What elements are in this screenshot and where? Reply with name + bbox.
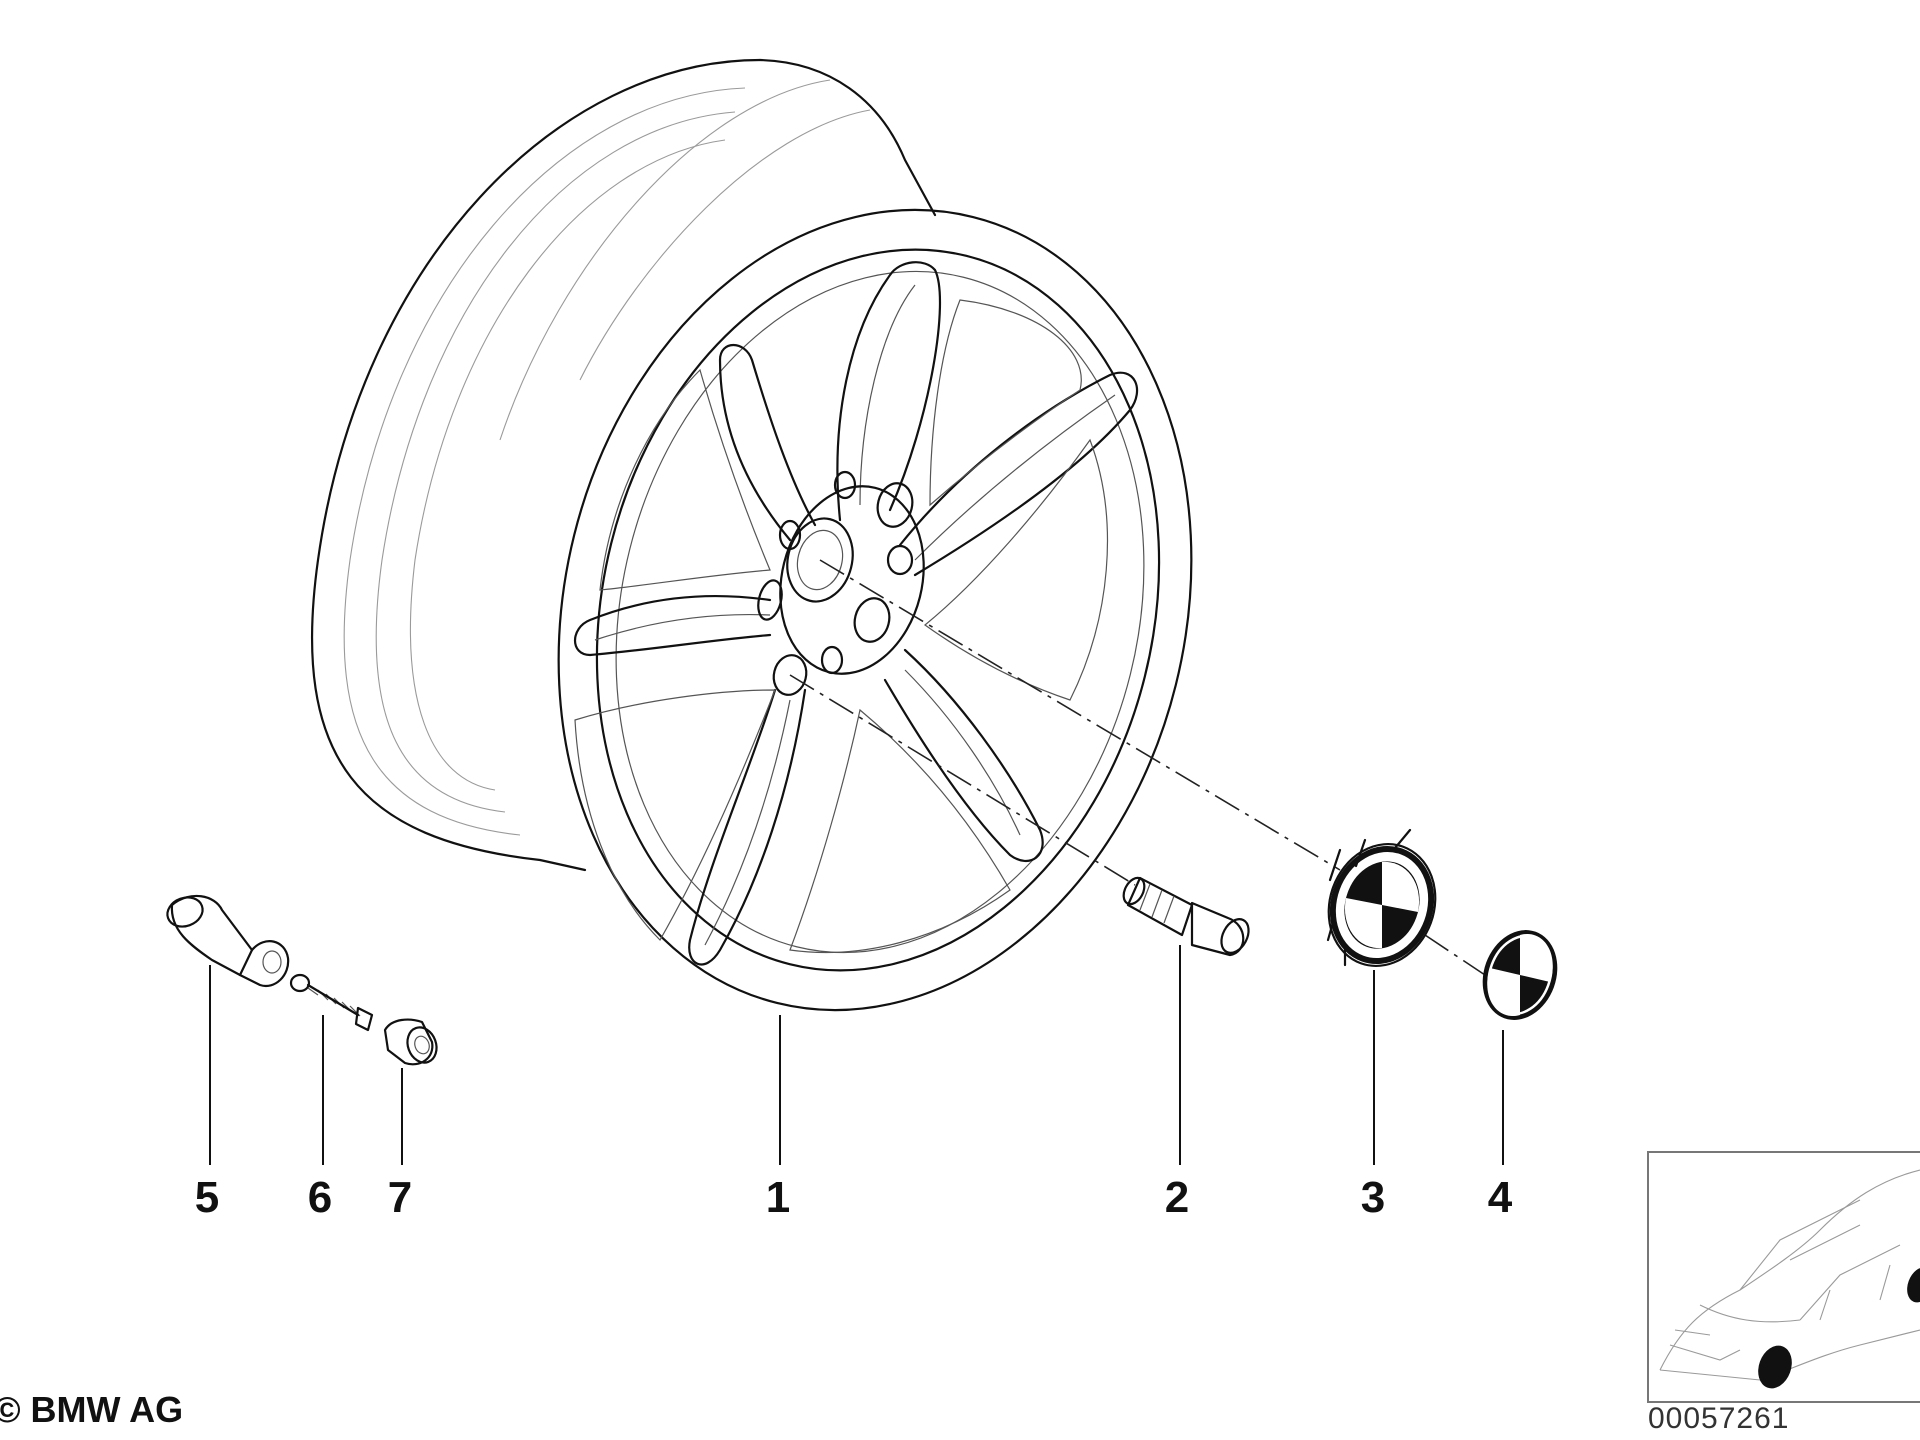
bmw-emblem[interactable] bbox=[1470, 919, 1569, 1030]
part-label-5: 5 bbox=[195, 1173, 219, 1222]
copyright-text: © BMW AG bbox=[0, 1389, 183, 1430]
alloy-wheel[interactable] bbox=[310, 58, 1274, 1078]
valve-insert[interactable] bbox=[289, 973, 374, 1032]
hub-cap[interactable] bbox=[1312, 828, 1452, 981]
vehicle-thumbnail bbox=[1647, 1151, 1920, 1403]
part-label-7: 7 bbox=[388, 1173, 412, 1222]
wheel-bolt[interactable] bbox=[1119, 874, 1254, 957]
leader-lines bbox=[209, 945, 1504, 1165]
valve-nut[interactable] bbox=[383, 1018, 441, 1067]
valve-cap[interactable] bbox=[163, 893, 290, 988]
part-label-3: 3 bbox=[1361, 1173, 1385, 1222]
part-label-4: 4 bbox=[1488, 1173, 1513, 1222]
part-label-1: 1 bbox=[766, 1173, 790, 1222]
wheel-hub bbox=[757, 470, 925, 696]
part-label-6: 6 bbox=[308, 1173, 332, 1222]
wheel-spokes bbox=[574, 261, 1139, 966]
assembly-lines bbox=[789, 559, 1486, 976]
part-label-2: 2 bbox=[1165, 1173, 1189, 1222]
reference-number: 00057261 bbox=[1648, 1402, 1789, 1435]
